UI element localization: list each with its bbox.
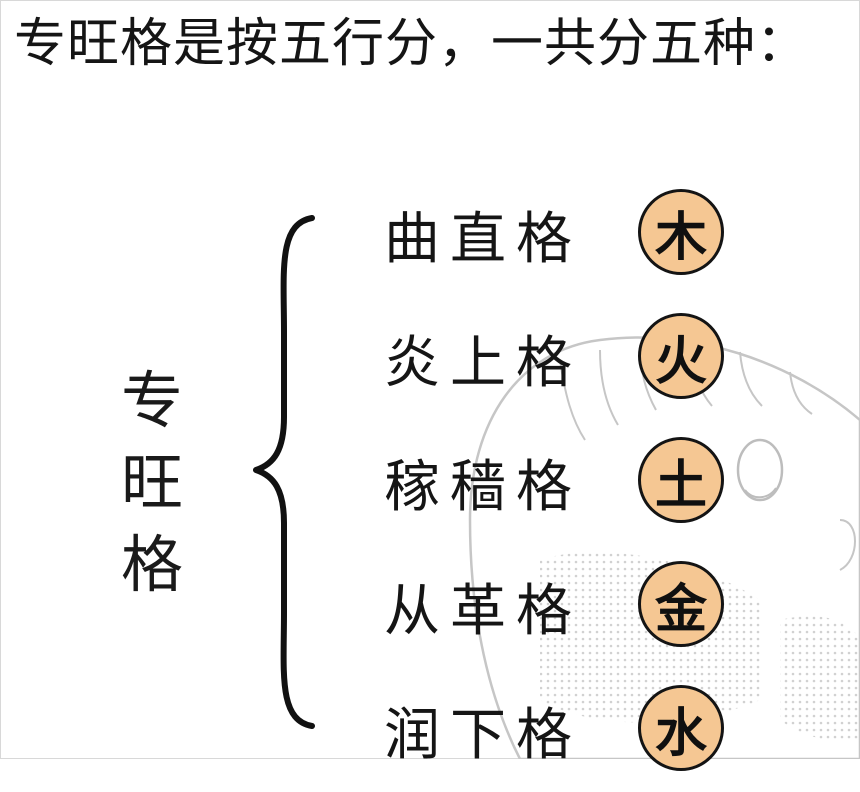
wood-element-badge: 木	[638, 189, 724, 275]
type-name: 炎上格	[384, 330, 582, 396]
headline-text: 专旺格是按五行分，一共分五种：	[14, 14, 810, 74]
category-label-vertical: 专 旺 格	[110, 360, 194, 606]
type-name: 润下格	[384, 702, 582, 768]
category-char: 格	[120, 528, 183, 601]
type-row-yan-shang: 炎上格 火	[384, 296, 764, 420]
earth-element-badge: 土	[638, 437, 724, 523]
type-name: 从革格	[384, 578, 582, 644]
type-name: 稼穑格	[384, 454, 582, 520]
curly-brace-icon	[253, 215, 315, 729]
fire-element-badge: 火	[638, 313, 724, 399]
type-name: 曲直格	[384, 206, 582, 272]
category-char: 专	[120, 364, 183, 437]
category-char: 旺	[120, 446, 183, 519]
type-row-run-xia: 润下格 水	[384, 668, 764, 792]
type-row-qu-zhi: 曲直格 木	[384, 172, 764, 296]
type-row-cong-ge: 从革格 金	[384, 544, 764, 668]
water-element-badge: 水	[638, 685, 724, 771]
type-row-jia-se: 稼穑格 土	[384, 420, 764, 544]
special-strong-types-list: 曲直格 木 炎上格 火 稼穑格 土 从革格 金 润下格 水	[384, 172, 764, 792]
metal-element-badge: 金	[638, 561, 724, 647]
